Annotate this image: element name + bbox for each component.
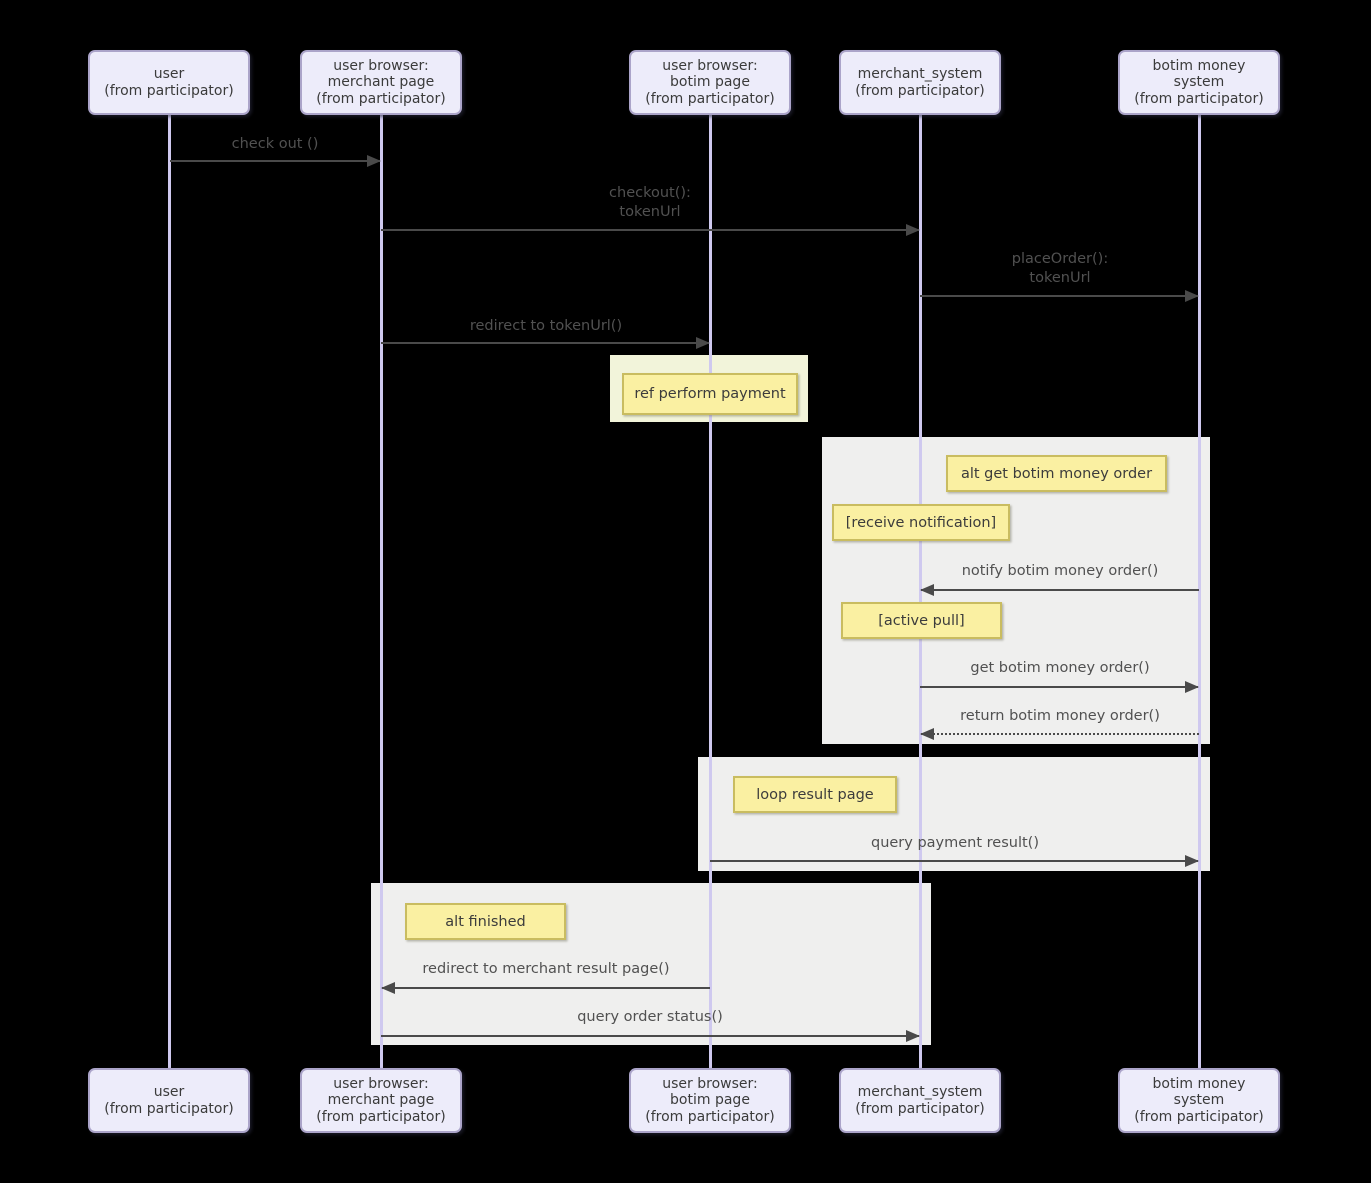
participant-top-merchant-system: merchant_system (from participator) [839, 50, 1001, 115]
lifeline-botim-money-system [1197, 115, 1201, 1068]
participant-top-user-browser-merchant-page: user browser: merchant page (from partic… [300, 50, 462, 115]
alt-label-text: alt get botim money order [960, 465, 1153, 482]
alt-get-botim-money-order-label: alt get botim money order [946, 455, 1167, 492]
alt-label-text: alt finished [445, 913, 526, 930]
participant-label: user browser: merchant page (from partic… [316, 1075, 446, 1125]
loop-label-text: loop result page [756, 786, 874, 803]
guard-text: [active pull] [878, 612, 965, 629]
alt-finished-label: alt finished [405, 903, 566, 940]
message-arrow-get-botim-money-order [920, 681, 1199, 693]
participant-label: user (from participator) [104, 66, 234, 99]
participant-top-user-browser-botim-page: user browser: botim page (from participa… [629, 50, 791, 115]
message-label-check-out: check out () [231, 136, 319, 152]
message-label-placeorder-tokenurl: placeOrder(): tokenUrl [1011, 251, 1109, 286]
message-arrow-redirect-to-tokenurl [381, 337, 710, 349]
message-arrow-query-payment-result [710, 855, 1199, 867]
guard-text: [receive notification] [845, 514, 997, 531]
loop-result-page-label: loop result page [733, 776, 897, 813]
message-arrow-redirect-to-merchant-result-page [381, 982, 710, 994]
participant-label: botim money system (from participator) [1134, 57, 1264, 107]
message-arrow-check-out [170, 155, 381, 167]
lifeline-user-browser-merchant-page [379, 115, 383, 1068]
message-label-notify-botim-money-order: notify botim money order() [961, 563, 1159, 579]
participant-label: botim money system (from participator) [1134, 1075, 1264, 1125]
participant-top-user: user (from participator) [88, 50, 250, 115]
participant-bottom-user-browser-merchant-page: user browser: merchant page (from partic… [300, 1068, 462, 1133]
fragment-loop-result-page [698, 757, 1210, 871]
message-arrow-checkout-tokenurl [381, 224, 920, 236]
message-arrow-notify-botim-money-order [920, 584, 1199, 596]
participant-bottom-user: user (from participator) [88, 1068, 250, 1133]
ref-label: ref perform payment [622, 373, 798, 415]
participant-label: user browser: botim page (from participa… [645, 57, 775, 107]
message-arrow-placeorder-tokenurl [920, 290, 1199, 302]
message-label-redirect-to-tokenurl: redirect to tokenUrl() [469, 318, 623, 334]
participant-label: user browser: merchant page (from partic… [316, 57, 446, 107]
ref-label-text: ref perform payment [634, 386, 786, 402]
message-label-get-botim-money-order: get botim money order() [970, 660, 1150, 676]
lifeline-user [167, 115, 171, 1068]
message-label-query-order-status: query order status() [577, 1009, 723, 1025]
message-label-return-botim-money-order: return botim money order() [960, 708, 1160, 724]
participant-label: user browser: botim page (from participa… [645, 1075, 775, 1125]
guard-active-pull: [active pull] [841, 602, 1002, 639]
participant-top-botim-money-system: botim money system (from participator) [1118, 50, 1280, 115]
lifeline-user-browser-botim-page [708, 115, 712, 1068]
guard-receive-notification: [receive notification] [832, 504, 1010, 541]
participant-label: user (from participator) [104, 1084, 234, 1117]
message-arrow-return-botim-money-order [920, 728, 1199, 740]
participant-label: merchant_system (from participator) [855, 66, 985, 99]
participant-label: merchant_system (from participator) [855, 1084, 985, 1117]
participant-bottom-botim-money-system: botim money system (from participator) [1118, 1068, 1280, 1133]
participant-bottom-merchant-system: merchant_system (from participator) [839, 1068, 1001, 1133]
message-arrow-query-order-status [381, 1030, 920, 1042]
message-label-redirect-to-merchant-result-page: redirect to merchant result page() [422, 961, 670, 977]
message-label-checkout-tokenurl: checkout(): tokenUrl [609, 185, 691, 220]
message-label-query-payment-result: query payment result() [870, 835, 1040, 851]
participant-bottom-user-browser-botim-page: user browser: botim page (from participa… [629, 1068, 791, 1133]
